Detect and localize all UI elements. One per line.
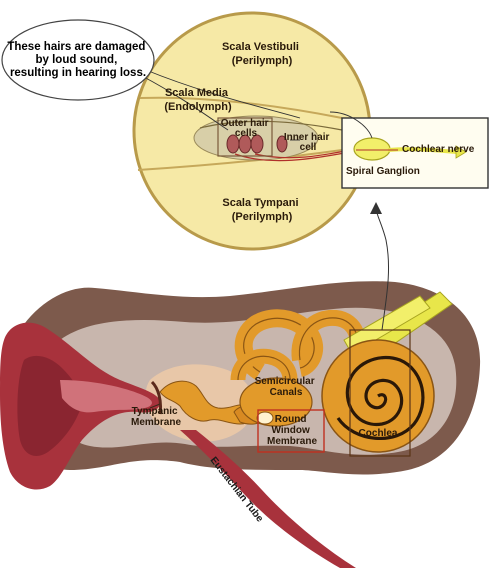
callout-leader-1 [141,75,229,131]
cochlea-highlight-box [349,329,411,457]
magnify-connector [375,207,390,331]
reissner-membrane [139,96,343,119]
scala-tympani-label: Scala Tympani (Perilymph) [222,197,301,223]
tympanic-membrane-label: Tympanic Membrane [131,406,181,428]
cochlea-cross-section [132,11,489,251]
cochlea-label: Cochlea [359,428,398,439]
spiral-ganglion [353,137,391,161]
scala-media-label: Scala Media (Endolymph) [164,87,232,113]
magnify-arrowhead [370,202,382,214]
outer-ear [0,322,161,490]
outer-hair-cell-3 [250,134,264,154]
callout-bubble [1,19,155,101]
eustachian-tube [180,430,356,568]
spiral-ganglion-label: Spiral Ganglion [346,166,420,177]
callout-text: These hairs are damaged by loud sound, r… [7,41,148,79]
inner-hair-cell [276,135,288,153]
round-window-membrane-label: Round Window Membrane [267,414,317,447]
cochlea-spiral [336,355,425,440]
scala-vestibuli-label: Scala Vestibuli (Perilymph) [222,41,302,67]
round-window-box [257,409,325,453]
cochlear-nerve-label: Cochlear nerve [402,144,475,155]
semicircular-canals-label: Semicircular Canals [255,376,318,398]
ganglion-leader [329,111,373,139]
ear-canal [60,380,152,413]
inner-hair-cell-label: Inner hair cell [284,132,332,153]
tympanic-membrane-shape [150,380,162,415]
tectorial-membrane [199,120,343,131]
callout-leader-2 [145,69,301,119]
hearing-loss-callout: These hairs are damaged by loud sound, r… [1,19,155,101]
cochlea-shape [321,329,435,457]
outer-hair-cells-label: Outer hair cells [221,118,272,139]
outer-hair-cells-box [217,117,273,157]
basilar-membrane [137,149,343,171]
tympanic-leader [149,403,161,409]
nerve-arrowhead [455,145,467,159]
